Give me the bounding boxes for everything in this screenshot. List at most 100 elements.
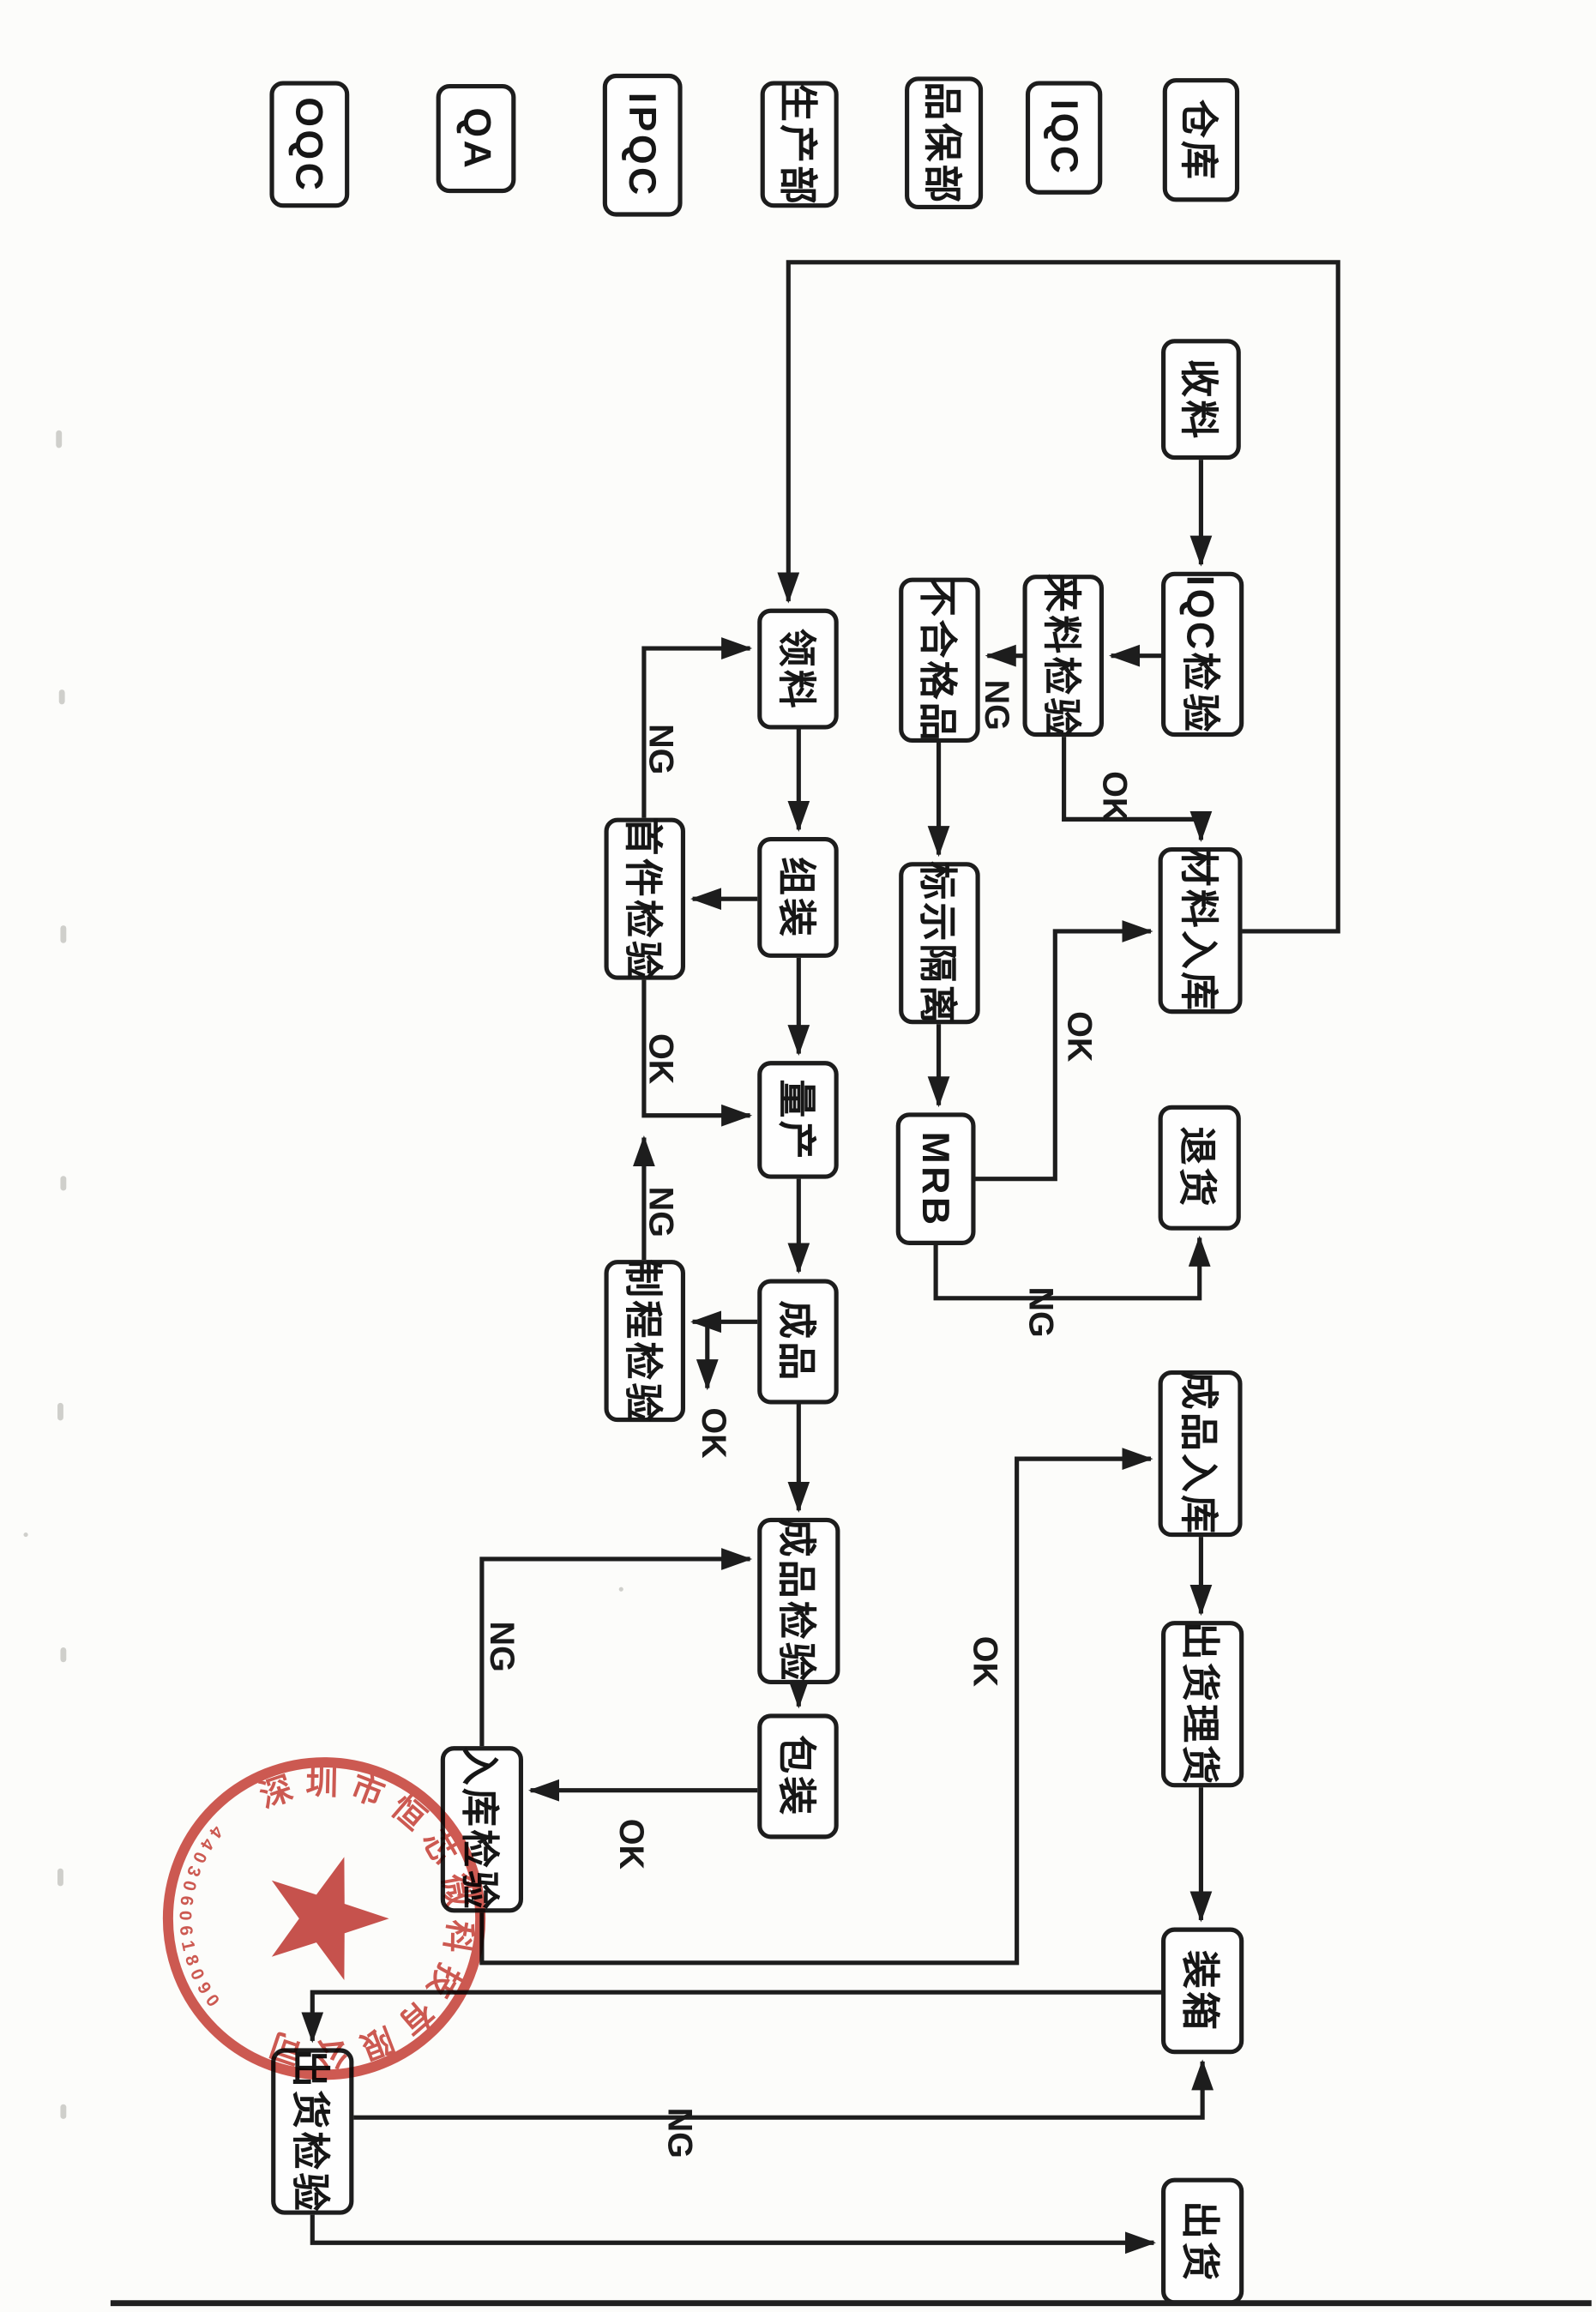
edge-label-mrb-ng-text: NG [1021, 1285, 1061, 1337]
flow-node-material-request-label: 领料 [774, 627, 818, 711]
edge-storage-inspection-ng-to-finished-inspection [479, 1548, 753, 1747]
flow-node-assembly-label: 组装 [774, 856, 818, 939]
edge-first-article-ok-to-mass-production [641, 979, 753, 1127]
edge-label-incoming-ng: NG [974, 663, 1019, 745]
flow-node-finished-storage-label: 成品入库 [1176, 1370, 1220, 1537]
flow-node-shipping-tally: 出货理货 [1161, 1621, 1244, 1788]
page-bottom-scan-line [110, 2300, 1592, 2307]
flow-node-shipping-tally-label: 出货理货 [1177, 1621, 1223, 1787]
scan-artifact [60, 1176, 67, 1191]
flow-node-packing-label: 包装 [774, 1735, 818, 1818]
lane-header-oqc: OQC [269, 81, 350, 208]
edge-incoming-ok-to-material-storage [1062, 737, 1213, 843]
flow-node-mass-production: 量产 [757, 1061, 839, 1179]
edge-boxing-to-shipping-inspection [301, 1990, 1162, 2044]
flow-node-receive: 收料 [1161, 339, 1241, 461]
flow-node-return-goods: 退货 [1158, 1105, 1241, 1231]
edge-material-storage-to-material-request [777, 260, 1340, 934]
flow-node-shipping: 出货 [1161, 2177, 1244, 2305]
lane-header-quality-dept: 品保部 [905, 76, 984, 209]
edge-label-storage-insp-ng-text: NG [482, 1620, 521, 1671]
lane-header-qa-label: QA [455, 106, 499, 171]
flow-node-boxing-label: 装箱 [1177, 1949, 1223, 2032]
flow-node-process-inspection: 制程检验 [604, 1258, 686, 1424]
edge-shipping-inspection-ng-to-boxing [353, 2059, 1214, 2120]
flow-node-nonconforming-label: 不合格品 [915, 577, 960, 744]
flow-node-finished-storage: 成品入库 [1158, 1370, 1243, 1538]
lane-header-quality-dept-label: 品保部 [919, 81, 964, 205]
company-seal-stamp: 深圳市恒芯微科技有限公司 4403060618090 [162, 1757, 486, 2080]
flow-node-incoming-inspection: 来料检验 [1022, 573, 1105, 738]
flow-node-return-goods-label: 退货 [1175, 1126, 1220, 1209]
flow-node-mass-production-label: 量产 [774, 1078, 818, 1162]
lane-header-qa: QA [436, 83, 516, 194]
scan-artifact [57, 1868, 63, 1887]
flow-node-finished-inspection-label: 成品检验 [774, 1518, 819, 1684]
lane-header-ipqc-label: IPQC [621, 92, 666, 198]
edge-label-storage-insp-ng: NG [479, 1605, 523, 1687]
scan-artifact [60, 2104, 67, 2119]
flow-node-first-article-inspection: 首件检验 [604, 816, 686, 982]
scan-artifact [56, 430, 63, 449]
flow-node-mrb-label: MRB [914, 1130, 959, 1227]
flow-node-mark-isolate-label: 标示隔离 [915, 860, 960, 1026]
lane-header-production-dept-label: 生产部 [774, 82, 820, 207]
edge-label-process-ok: OK [691, 1391, 736, 1473]
edge-label-storage-insp-ok: OK [962, 1619, 1007, 1701]
edge-label-mrb-ok-text: OK [1060, 1010, 1099, 1062]
edge-mrb-ng-to-return-goods [933, 1235, 1211, 1301]
lane-header-oqc-label: OQC [287, 96, 333, 193]
edge-label-process-ok-text: OK [695, 1406, 733, 1458]
seal-star-icon [271, 1857, 389, 1981]
flow-node-packing: 包装 [757, 1713, 839, 1839]
edge-label-storage-insp-ok-text: OK [966, 1635, 1005, 1687]
lane-header-iqc-label: IQC [1042, 99, 1087, 177]
lane-header-warehouse: 仓库 [1162, 78, 1240, 202]
edge-label-process-ng-text: NG [641, 1185, 680, 1237]
edge-label-process-ng: NG [638, 1170, 683, 1252]
flow-node-finished-inspection: 成品检验 [757, 1517, 840, 1685]
flow-node-incoming-inspection-label: 来料检验 [1039, 573, 1083, 738]
edge-mrb-ok-to-material-storage [975, 920, 1153, 1182]
lane-header-warehouse-label: 仓库 [1177, 99, 1221, 182]
edge-label-shipping-insp-ng: NG [657, 2091, 702, 2173]
edge-shipping-inspection-to-shipping [310, 2214, 1157, 2255]
flow-node-assembly: 组装 [757, 836, 839, 958]
edge-label-first-article-ok: OK [638, 1017, 683, 1099]
edge-label-shipping-insp-ng-text: NG [660, 2106, 700, 2158]
flow-node-finished-product-label: 成品 [774, 1300, 818, 1383]
flow-node-iqc-inspection-label: IQC检验 [1177, 574, 1223, 734]
flow-node-shipping-label: 出货 [1177, 2200, 1223, 2283]
seal-ring [162, 1757, 486, 2080]
flow-node-nonconforming: 不合格品 [899, 578, 980, 743]
flow-node-material-storage-label: 材料入库 [1176, 847, 1220, 1014]
flow-node-receive-label: 收料 [1177, 358, 1221, 441]
edge-label-mrb-ng: NG [1018, 1270, 1063, 1352]
flow-node-process-inspection-label: 制程检验 [620, 1258, 665, 1424]
flow-node-material-storage: 材料入库 [1158, 847, 1243, 1015]
scan-artifact [58, 689, 65, 705]
flow-node-boxing: 装箱 [1161, 1927, 1244, 2055]
edge-label-first-article-ok-text: OK [641, 1033, 680, 1084]
edge-label-first-article-ng-text: NG [641, 723, 680, 774]
edge-label-packing-ok: OK [609, 1802, 653, 1884]
edge-first-article-ng-to-material-request [641, 637, 753, 818]
flow-node-first-article-inspection-label: 首件检验 [620, 816, 665, 982]
flow-node-mark-isolate: 标示隔离 [899, 860, 980, 1026]
flow-node-iqc-inspection: IQC检验 [1161, 571, 1244, 738]
scan-artifact [60, 925, 67, 943]
flow-node-mrb: MRB [895, 1112, 976, 1245]
edge-label-incoming-ng-text: NG [978, 678, 1016, 730]
edge-label-incoming-ok: OK [1092, 755, 1136, 837]
edge-label-packing-ok-text: OK [611, 1817, 651, 1869]
scan-artifact [618, 1586, 623, 1592]
scan-artifact [57, 1402, 63, 1421]
edge-label-mrb-ok: OK [1057, 995, 1101, 1077]
edge-label-first-article-ng: NG [638, 707, 683, 790]
lane-header-ipqc: IPQC [602, 73, 683, 217]
flow-node-material-request: 领料 [757, 608, 839, 730]
scan-artifact [23, 1532, 28, 1538]
scan-artifact [60, 1647, 67, 1663]
